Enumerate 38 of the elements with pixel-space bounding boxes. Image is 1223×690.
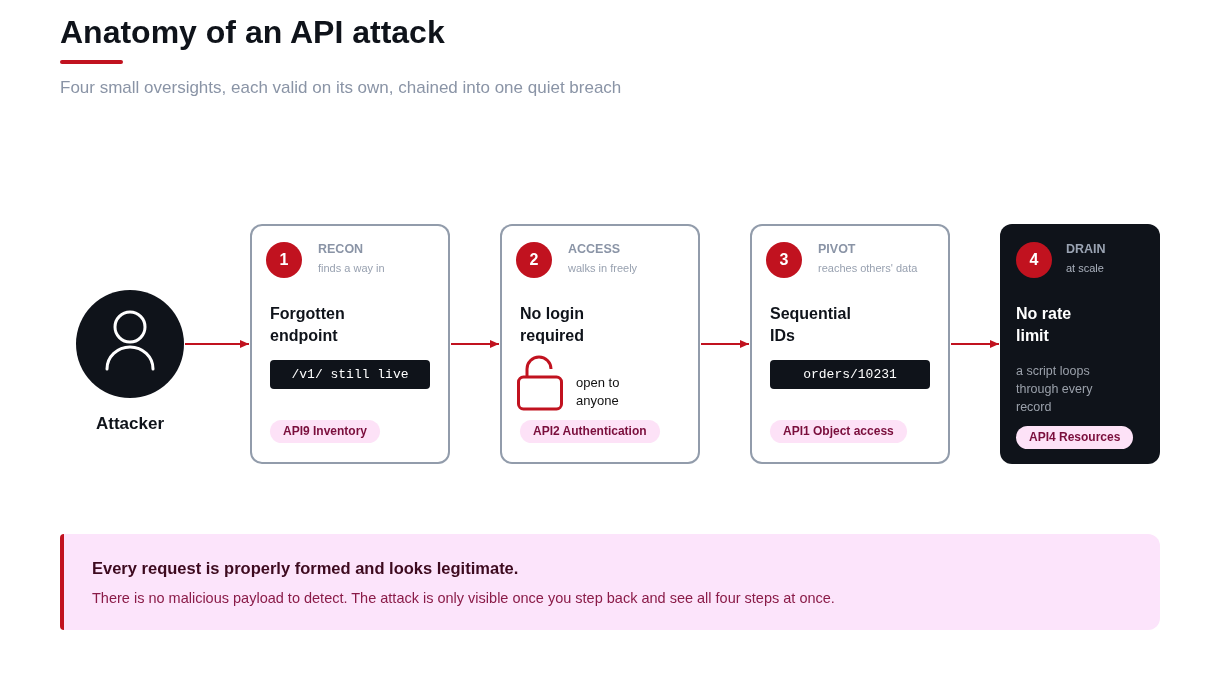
category-tag: API9 Inventory xyxy=(270,420,381,443)
step-heading: No rate limit xyxy=(1016,304,1073,346)
stage-subtitle: at scale xyxy=(1066,261,1104,276)
step-heading: No login required xyxy=(520,304,585,346)
stage-label: DRAIN xyxy=(1066,241,1106,257)
code-snippet: orders/10231 xyxy=(770,360,930,389)
callout-heading: Every request is properly formed and looks legitimate. xyxy=(92,558,520,579)
step-card xyxy=(750,224,950,464)
stage-label: PIVOT xyxy=(818,241,856,257)
category-tag: API4 Resources xyxy=(1016,426,1134,449)
arrow xyxy=(450,340,500,348)
step-card xyxy=(250,224,450,464)
step-card xyxy=(1000,224,1160,464)
subtitle: Four small oversights, each valid on its own, chained into one quiet breach xyxy=(60,77,622,99)
step-number-badge: 3 xyxy=(766,242,802,278)
step-heading: Sequential IDs xyxy=(770,304,852,346)
page-title: Anatomy of an API attack xyxy=(60,13,445,52)
step-number-badge: 1 xyxy=(266,242,302,278)
step-description: a script loops through every record xyxy=(1016,363,1094,416)
step-number-badge: 2 xyxy=(516,242,552,278)
stage-subtitle: walks in freely xyxy=(568,261,638,276)
category-tag: API2 Authentication xyxy=(520,420,660,443)
arrow xyxy=(184,340,250,348)
step-number-badge: 4 xyxy=(1016,242,1052,278)
arrow xyxy=(700,340,750,348)
stage-label: ACCESS xyxy=(568,241,621,257)
stage-subtitle: finds a way in xyxy=(318,261,385,276)
step-card xyxy=(500,224,700,464)
step-note: open to anyone xyxy=(576,374,621,410)
callout-text: There is no malicious payload to detect. The attack is only visible once you step back and see all four steps at once. xyxy=(92,589,836,608)
step-heading: Forgotten endpoint xyxy=(270,304,346,346)
stage-subtitle: reaches others' data xyxy=(818,261,918,276)
callout-panel xyxy=(60,534,1160,630)
arrow xyxy=(950,340,1000,348)
code-snippet: /v1/ still live xyxy=(270,360,430,389)
stage-label: RECON xyxy=(318,241,364,257)
actor-label: Attacker xyxy=(94,414,165,434)
category-tag: API1 Object access xyxy=(770,420,907,443)
